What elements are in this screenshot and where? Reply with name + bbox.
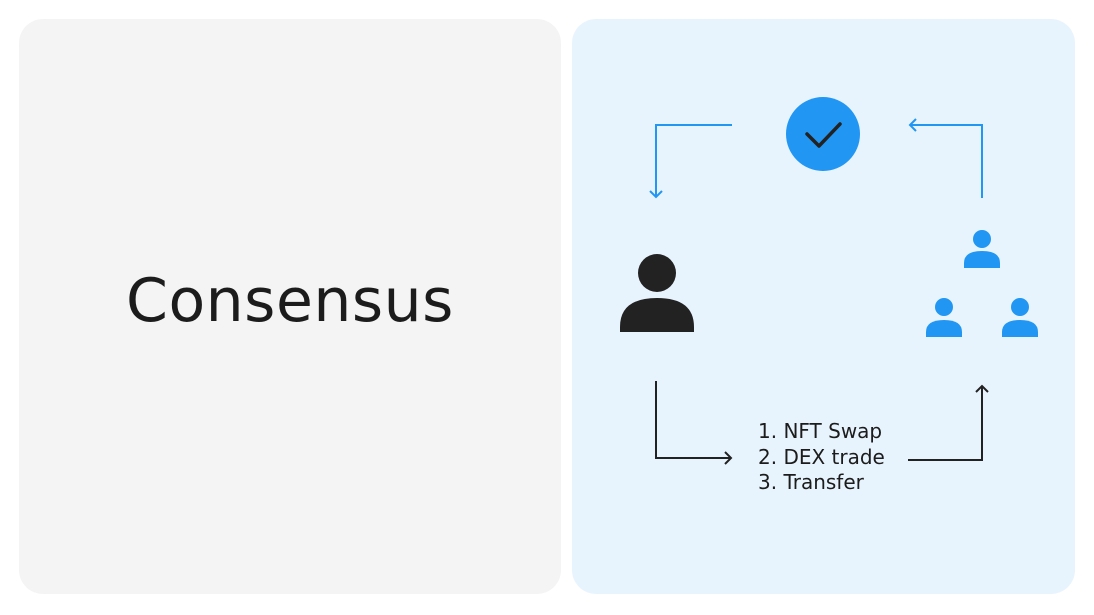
transaction-list: 1. NFT Swap 2. DEX trade 3. Transfer (758, 419, 885, 496)
left-panel: Consensus (19, 19, 561, 594)
user-icon (620, 254, 694, 332)
arrow-check-to-user (649, 124, 732, 199)
page-title: Consensus (126, 265, 454, 336)
transaction-item: 1. NFT Swap (758, 419, 883, 443)
validator-group-icon (926, 230, 1038, 337)
validator-top-icon (964, 230, 1000, 268)
validator-right-icon (1002, 298, 1038, 337)
transaction-item: 2. DEX trade (758, 444, 885, 469)
arrow-validators-to-check (908, 118, 983, 198)
arrow-transactions-to-validators (908, 384, 989, 461)
arrow-user-to-transactions (655, 381, 733, 465)
check-circle-icon (786, 97, 860, 171)
validator-left-icon (926, 298, 962, 337)
transaction-item: 3. Transfer (758, 470, 864, 494)
